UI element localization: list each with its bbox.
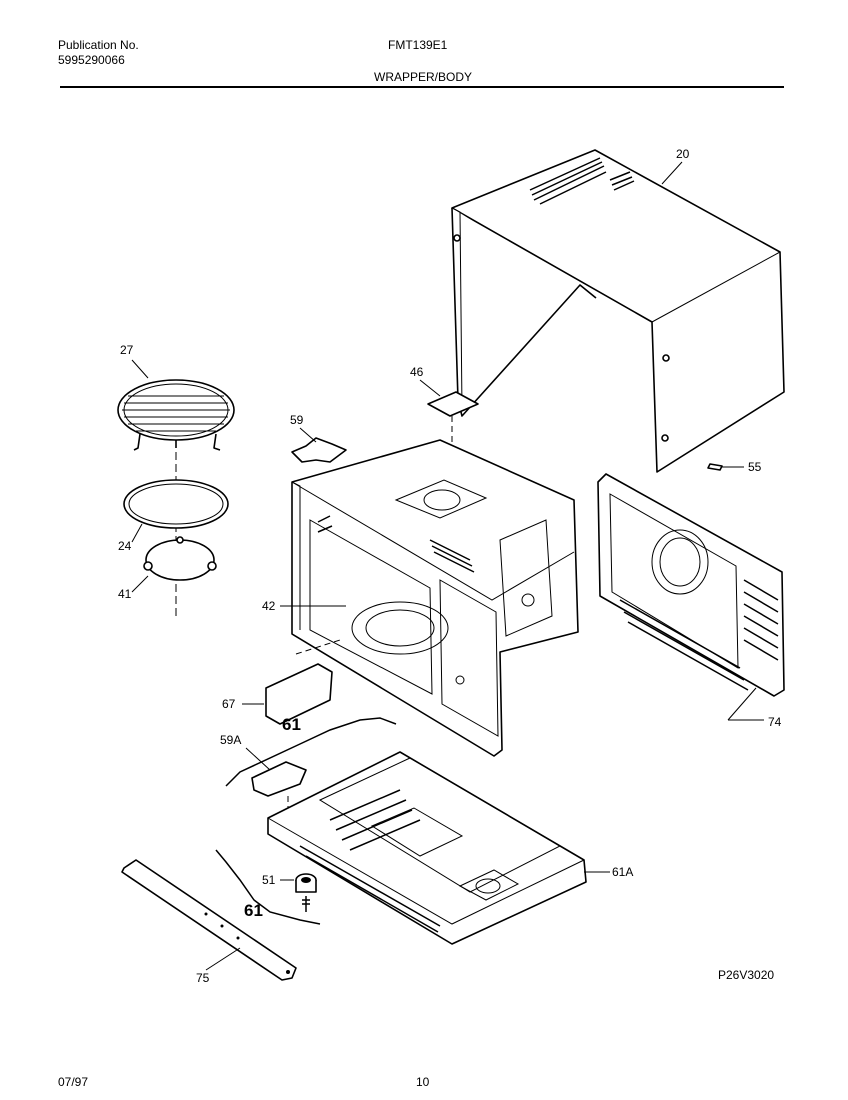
leader-41 [131, 575, 149, 593]
harness-top-part [225, 717, 397, 787]
callout-75: 75 [196, 971, 210, 985]
base-part [267, 751, 587, 945]
callout-67: 67 [222, 697, 236, 711]
publication-number: 5995290066 [58, 53, 125, 67]
callout-41: 41 [118, 587, 132, 601]
leader-74 [727, 687, 757, 721]
callout-61A: 61A [612, 865, 633, 879]
callout-42: 42 [262, 599, 276, 613]
bracket-bottom-part [251, 761, 307, 797]
model-number: FMT139E1 [388, 38, 448, 52]
leader-27 [131, 359, 149, 379]
strip-part [121, 859, 297, 981]
leader-75 [205, 947, 241, 971]
footer-date: 07/97 [58, 1075, 89, 1089]
harness-bottom-part [215, 849, 321, 925]
callout-27: 27 [120, 343, 134, 357]
leader-46 [419, 379, 441, 397]
callout-24: 24 [118, 539, 132, 553]
callout-20: 20 [676, 147, 690, 161]
publication-label: Publication No. [58, 38, 139, 52]
page-number: 10 [416, 1075, 430, 1089]
callout-55: 55 [748, 460, 762, 474]
cover-part [427, 391, 479, 417]
wrapper-part [451, 149, 785, 473]
callout-46: 46 [410, 365, 424, 379]
plate-part [265, 663, 333, 725]
ring-part [123, 479, 229, 529]
section-title: WRAPPER/BODY [374, 70, 473, 84]
callout-61-bottom: 61 [244, 901, 263, 920]
cavity-body-part [291, 439, 579, 757]
callout-59A: 59A [220, 733, 241, 747]
leader-59 [299, 427, 317, 443]
leader-20 [661, 161, 683, 185]
header-rule [60, 86, 784, 88]
callout-51: 51 [262, 873, 276, 887]
rack-part [117, 379, 235, 451]
diagram-code: P26V3020 [718, 968, 775, 982]
callout-59: 59 [290, 413, 304, 427]
vent-slots [529, 157, 635, 205]
roller-part [145, 539, 215, 581]
leader-24 [131, 523, 143, 543]
foot-part [295, 873, 317, 912]
bracket-top-part [291, 437, 347, 463]
callout-74: 74 [768, 715, 782, 729]
leader-59A [245, 747, 271, 771]
callout-61-top: 61 [282, 715, 301, 734]
screw-part [707, 463, 723, 471]
door-part [597, 473, 785, 697]
